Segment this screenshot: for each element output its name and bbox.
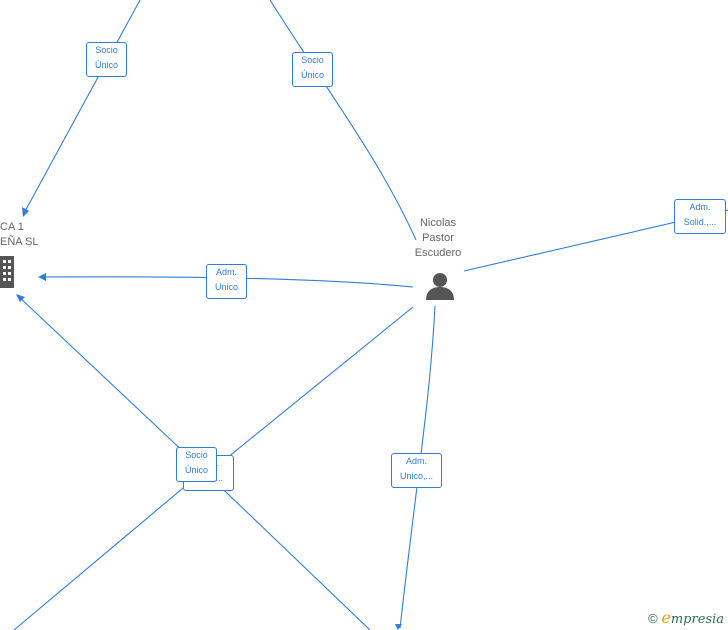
edge-label-socio-unico-cross[interactable]: Socio Único — [176, 447, 217, 482]
label-line1: Adm. — [405, 456, 427, 466]
empresia-logo-text: mpresia — [670, 612, 724, 627]
person-name[interactable]: Nicolas Pastor Escudero — [398, 216, 478, 261]
person-icon[interactable] — [425, 271, 455, 301]
empresia-logo-e: e — [661, 608, 671, 627]
edge-label-adm-unico-left[interactable]: Adm. Unico — [206, 264, 247, 299]
building-icon[interactable] — [0, 256, 18, 288]
person-name-line1: Nicolas — [419, 217, 457, 229]
edge-person-to-cross — [221, 306, 414, 463]
arrowhead-company-right — [38, 273, 46, 281]
label-line2: Único — [184, 465, 208, 475]
arrowhead-bottom — [395, 624, 402, 630]
edge-top-left-to-company — [22, 0, 141, 216]
empresia-watermark: © empresia — [648, 608, 724, 627]
label-line1: Socio — [301, 55, 324, 65]
copyright-symbol: © — [648, 611, 658, 626]
label-line2: Solid.,... — [683, 217, 717, 227]
company-name-line2: EÑA SL — [0, 236, 39, 248]
edge-label-adm-solid[interactable]: Adm. Solid.,... — [674, 199, 726, 234]
company-name[interactable]: CA 1 EÑA SL — [0, 220, 39, 250]
company-name-line1: CA 1 — [0, 221, 24, 233]
label-line2: Único — [300, 70, 324, 80]
label-line1: Socio — [95, 45, 118, 55]
edge-label-adm-unico-down[interactable]: Adm. Unico,... — [391, 453, 442, 488]
edge-label-socio-unico-top-mid[interactable]: Socio Único — [292, 52, 333, 87]
label-line2: Unico,... — [399, 471, 433, 481]
edge-cross-to-bottom-left — [13, 477, 196, 630]
person-name-line3: Escudero — [414, 247, 462, 259]
label-line1: Adm. — [689, 202, 711, 212]
label-line1: Adm. — [215, 267, 237, 277]
arrowhead-company-bottom — [16, 294, 25, 302]
edge-person-to-bottom — [399, 305, 436, 629]
arrowhead-company-top — [22, 207, 29, 217]
person-name-line2: Pastor — [422, 232, 454, 244]
edge-top-mid-to-person — [269, 0, 417, 241]
edge-label-socio-unico-top-left[interactable]: Socio Único — [86, 42, 127, 77]
label-line1: Socio — [185, 450, 208, 460]
label-line2: Unico — [214, 282, 238, 292]
label-line2: Único — [94, 60, 118, 70]
